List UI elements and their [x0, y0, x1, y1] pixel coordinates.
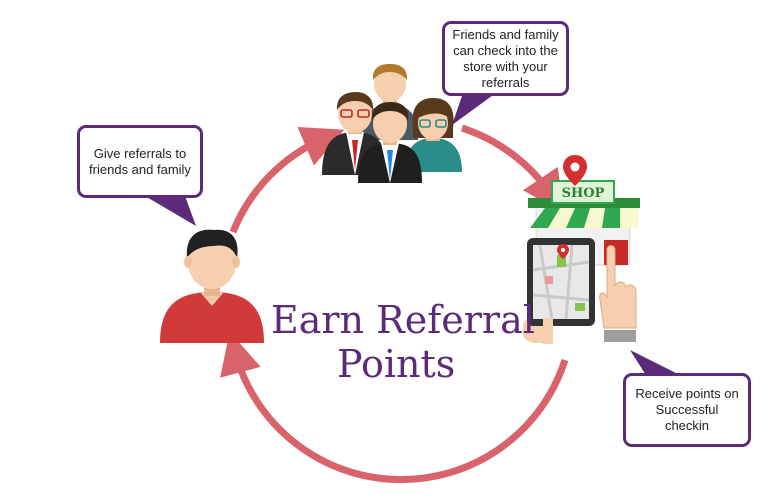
tablet-map-icon: [522, 238, 595, 344]
callout-friends-checkin: Friends and family can check into the st…: [442, 21, 569, 96]
location-pin-icon: [563, 155, 587, 186]
cycle-arrow-bottom: [220, 331, 569, 484]
shop-sign-text: SHOP: [562, 186, 605, 201]
cycle-arrow-top-left: [229, 126, 345, 234]
cycle-arrow-top-right: [460, 124, 564, 214]
callout-give-referrals-text: Give referrals to friends and family: [89, 145, 191, 177]
callout-receive-points: Receive points on Successful checkin: [623, 373, 751, 447]
group-icon: [322, 64, 462, 183]
pointing-hand-icon: [599, 245, 637, 342]
callout-friends-checkin-text: Friends and family can check into the st…: [452, 26, 559, 90]
diagram-title-line-2: Points: [337, 342, 456, 386]
callout-receive-points-text: Receive points on Successful checkin: [635, 386, 739, 433]
callout-tail-friends: [452, 90, 500, 125]
callout-tail-give: [145, 196, 196, 226]
callout-give-referrals: Give referrals to friends and family: [77, 125, 203, 198]
diagram-title-line-1: Earn Referral: [271, 298, 535, 342]
person-icon: [160, 229, 264, 343]
callout-tail-receive: [630, 350, 690, 380]
